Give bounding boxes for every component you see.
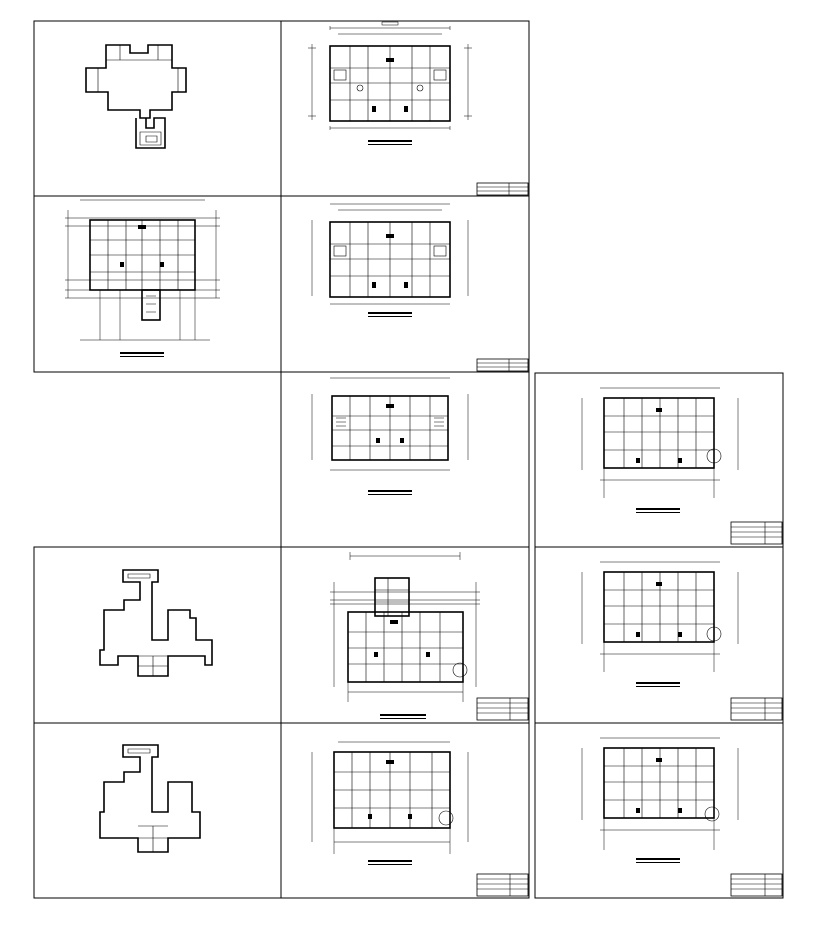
floor-plan [311,203,469,317]
sheet-frame [33,195,282,373]
floor-plan [311,377,469,495]
title-block [476,697,529,721]
title-block [476,182,529,196]
title-block [730,521,783,545]
title-block [476,873,529,897]
sheet-frames [33,20,784,899]
floor-plan [581,737,739,863]
building-outline [99,569,213,677]
sheet-frame [534,722,784,899]
sheet-frame [280,546,530,724]
floor-plan [65,199,220,357]
floor-plan [581,387,739,513]
sheet-frame [33,20,282,197]
building-outline [85,44,187,149]
sheet-frame [534,372,784,548]
title-block [476,358,529,372]
sheet-frame [280,722,530,899]
floor-plan [330,552,480,719]
sheet-frame [534,546,784,724]
building-outline [99,744,201,853]
title-block [730,697,783,721]
floor-plan [581,561,739,687]
floor-plan [308,21,472,145]
floor-plan [311,741,469,865]
title-block [730,873,783,897]
